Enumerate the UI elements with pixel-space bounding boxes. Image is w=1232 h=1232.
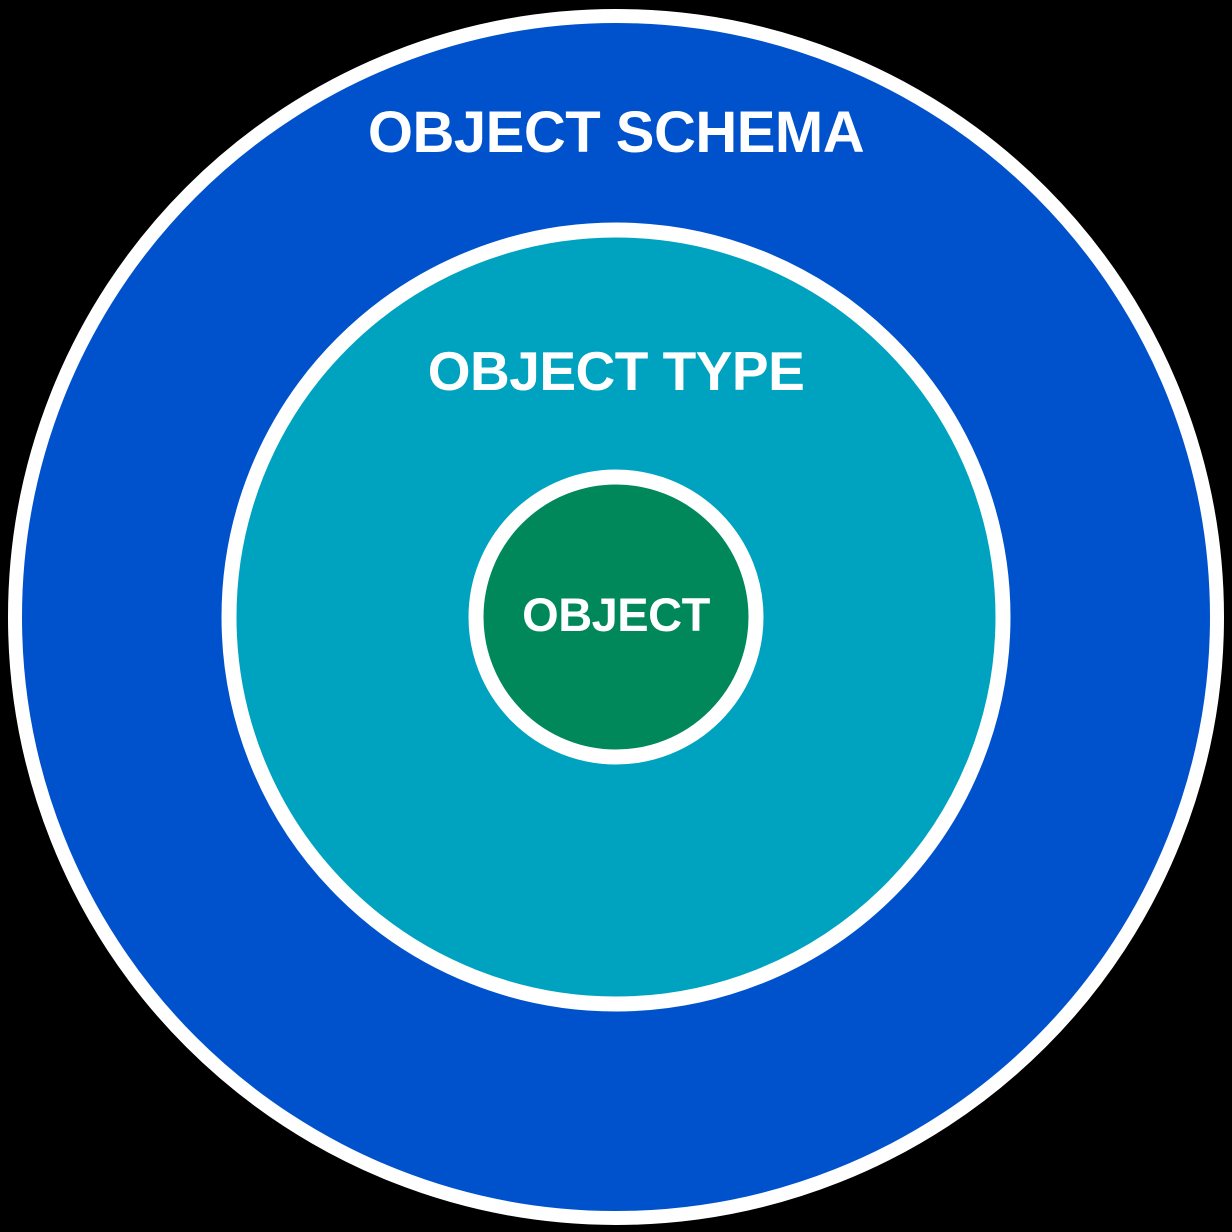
object-label: OBJECT [522, 588, 710, 641]
object-type-label: OBJECT TYPE [428, 340, 805, 402]
object-circle[interactable] [468, 469, 764, 765]
object-schema-label: OBJECT SCHEMA [368, 100, 864, 165]
